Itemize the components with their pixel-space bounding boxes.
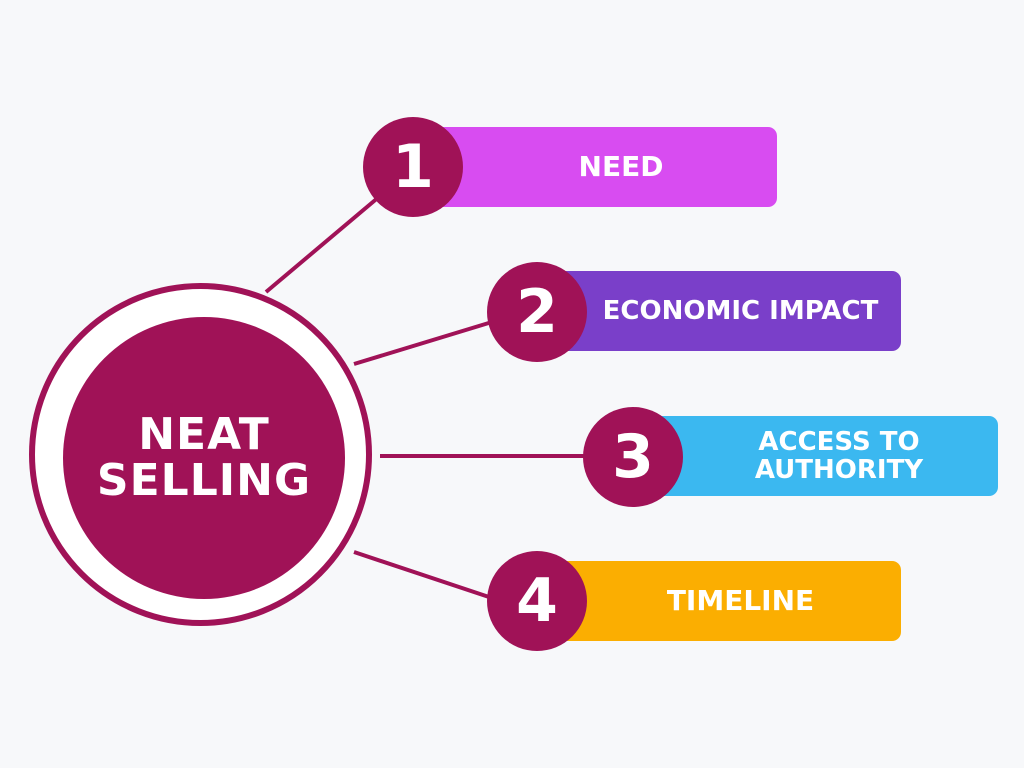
step-3-number: 3: [612, 422, 654, 492]
connector-line-1: [264, 194, 382, 294]
connector-line-2: [353, 320, 493, 366]
step-1-number-circle: 1: [363, 117, 463, 217]
step-3-label-line-2: AUTHORITY: [754, 455, 924, 485]
step-2-number: 2: [516, 277, 558, 347]
step-4-pill: TIMELINE: [540, 561, 901, 641]
hub-title-line-2: SELLING: [96, 455, 312, 506]
step-2-label: ECONOMIC IMPACT: [602, 296, 879, 326]
hub-circle: NEAT SELLING: [63, 317, 345, 599]
step-1-label: NEED: [578, 150, 664, 183]
step-2-number-circle: 2: [487, 262, 587, 362]
hub-title-line-1: NEAT: [138, 409, 270, 460]
step-1-pill: NEED: [420, 127, 777, 207]
step-3-number-circle: 3: [583, 407, 683, 507]
step-2-pill: ECONOMIC IMPACT: [540, 271, 901, 351]
connector-line-4: [353, 550, 493, 600]
step-1-number: 1: [392, 132, 434, 202]
step-4-number: 4: [516, 566, 558, 636]
step-4-number-circle: 4: [487, 551, 587, 651]
step-4-label: TIMELINE: [666, 584, 815, 617]
step-3-label-line-1: ACCESS TO: [758, 427, 920, 457]
step-3-pill: ACCESS TO AUTHORITY: [640, 416, 998, 496]
